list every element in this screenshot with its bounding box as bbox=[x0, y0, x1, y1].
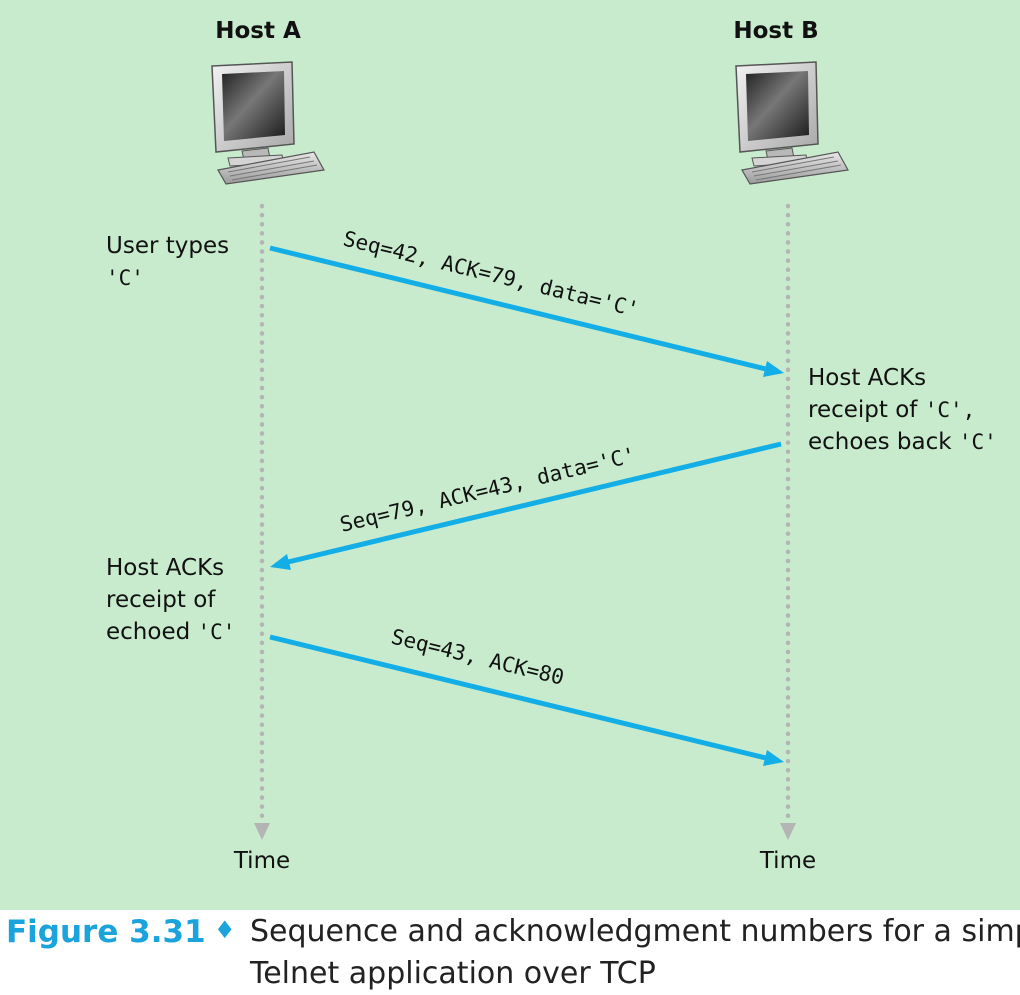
arrow-down-icon bbox=[254, 823, 270, 840]
note-host-a-line3: echoed 'C' bbox=[106, 619, 235, 645]
note-user-types: User types bbox=[106, 233, 229, 259]
host-b-title: Host B bbox=[733, 18, 818, 44]
caption-line-2: Telnet application over TCP bbox=[250, 956, 656, 991]
computer-icon bbox=[735, 61, 849, 185]
host-a-time-label: Time bbox=[233, 848, 290, 874]
figure-number: Figure 3.31 bbox=[6, 914, 206, 950]
figure-caption: Figure 3.31 ♦ Sequence and acknowledgmen… bbox=[0, 910, 1020, 995]
arrow-down-icon bbox=[780, 823, 796, 840]
note-host-b-line1: Host ACKs bbox=[808, 365, 926, 391]
segment-arrow-3 bbox=[269, 634, 784, 766]
note-host-a-line2: receipt of bbox=[106, 587, 216, 613]
sequence-diagram: Host A Host B bbox=[106, 18, 997, 874]
host-b-time-label: Time bbox=[759, 848, 816, 874]
host-a-title: Host A bbox=[215, 18, 301, 44]
diamond-icon: ♦ bbox=[214, 916, 236, 944]
note-host-b-line2-char: 'C', bbox=[925, 398, 976, 422]
note-host-a-line3-char: 'C' bbox=[198, 620, 236, 644]
note-user-types-char: 'C' bbox=[106, 266, 144, 290]
note-host-a-line1: Host ACKs bbox=[106, 555, 224, 581]
segment-arrow-2 bbox=[270, 441, 782, 570]
caption-line-1: Sequence and acknowledgment numbers for … bbox=[250, 914, 1020, 949]
computer-icon bbox=[211, 61, 325, 185]
note-host-b-line3: echoes back 'C' bbox=[808, 429, 997, 455]
segment-arrow-1 bbox=[269, 245, 784, 377]
note-host-b-line2: receipt of 'C', bbox=[808, 397, 975, 423]
note-host-b-line3-char: 'C' bbox=[959, 430, 997, 454]
diagram-panel: Host A Host B bbox=[0, 0, 1020, 910]
segment-label-3: Seq=43, ACK=80 bbox=[389, 625, 567, 690]
